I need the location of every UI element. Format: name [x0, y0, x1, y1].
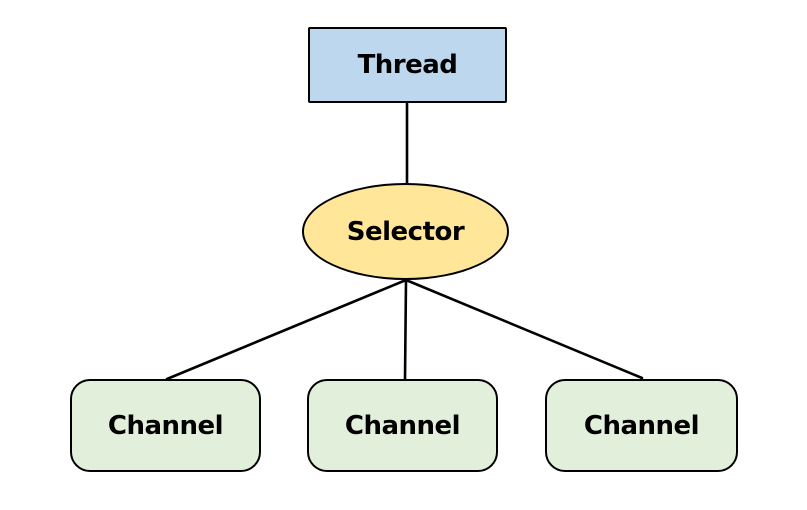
- node-channel-right: Channel: [545, 379, 738, 472]
- node-channel-middle-label: Channel: [344, 410, 461, 441]
- edge-selector-channel-middle: [403, 278, 408, 381]
- node-channel-left: Channel: [70, 379, 261, 472]
- node-selector: Selector: [302, 183, 509, 280]
- node-channel-left-label: Channel: [107, 410, 224, 441]
- node-selector-label: Selector: [346, 216, 465, 247]
- node-channel-right-label: Channel: [583, 410, 700, 441]
- edge-selector-channel-left: [165, 278, 408, 381]
- edge-selector-channel-right: [404, 278, 644, 380]
- node-thread: Thread: [308, 27, 507, 103]
- node-thread-label: Thread: [357, 50, 458, 80]
- node-channel-middle: Channel: [307, 379, 498, 472]
